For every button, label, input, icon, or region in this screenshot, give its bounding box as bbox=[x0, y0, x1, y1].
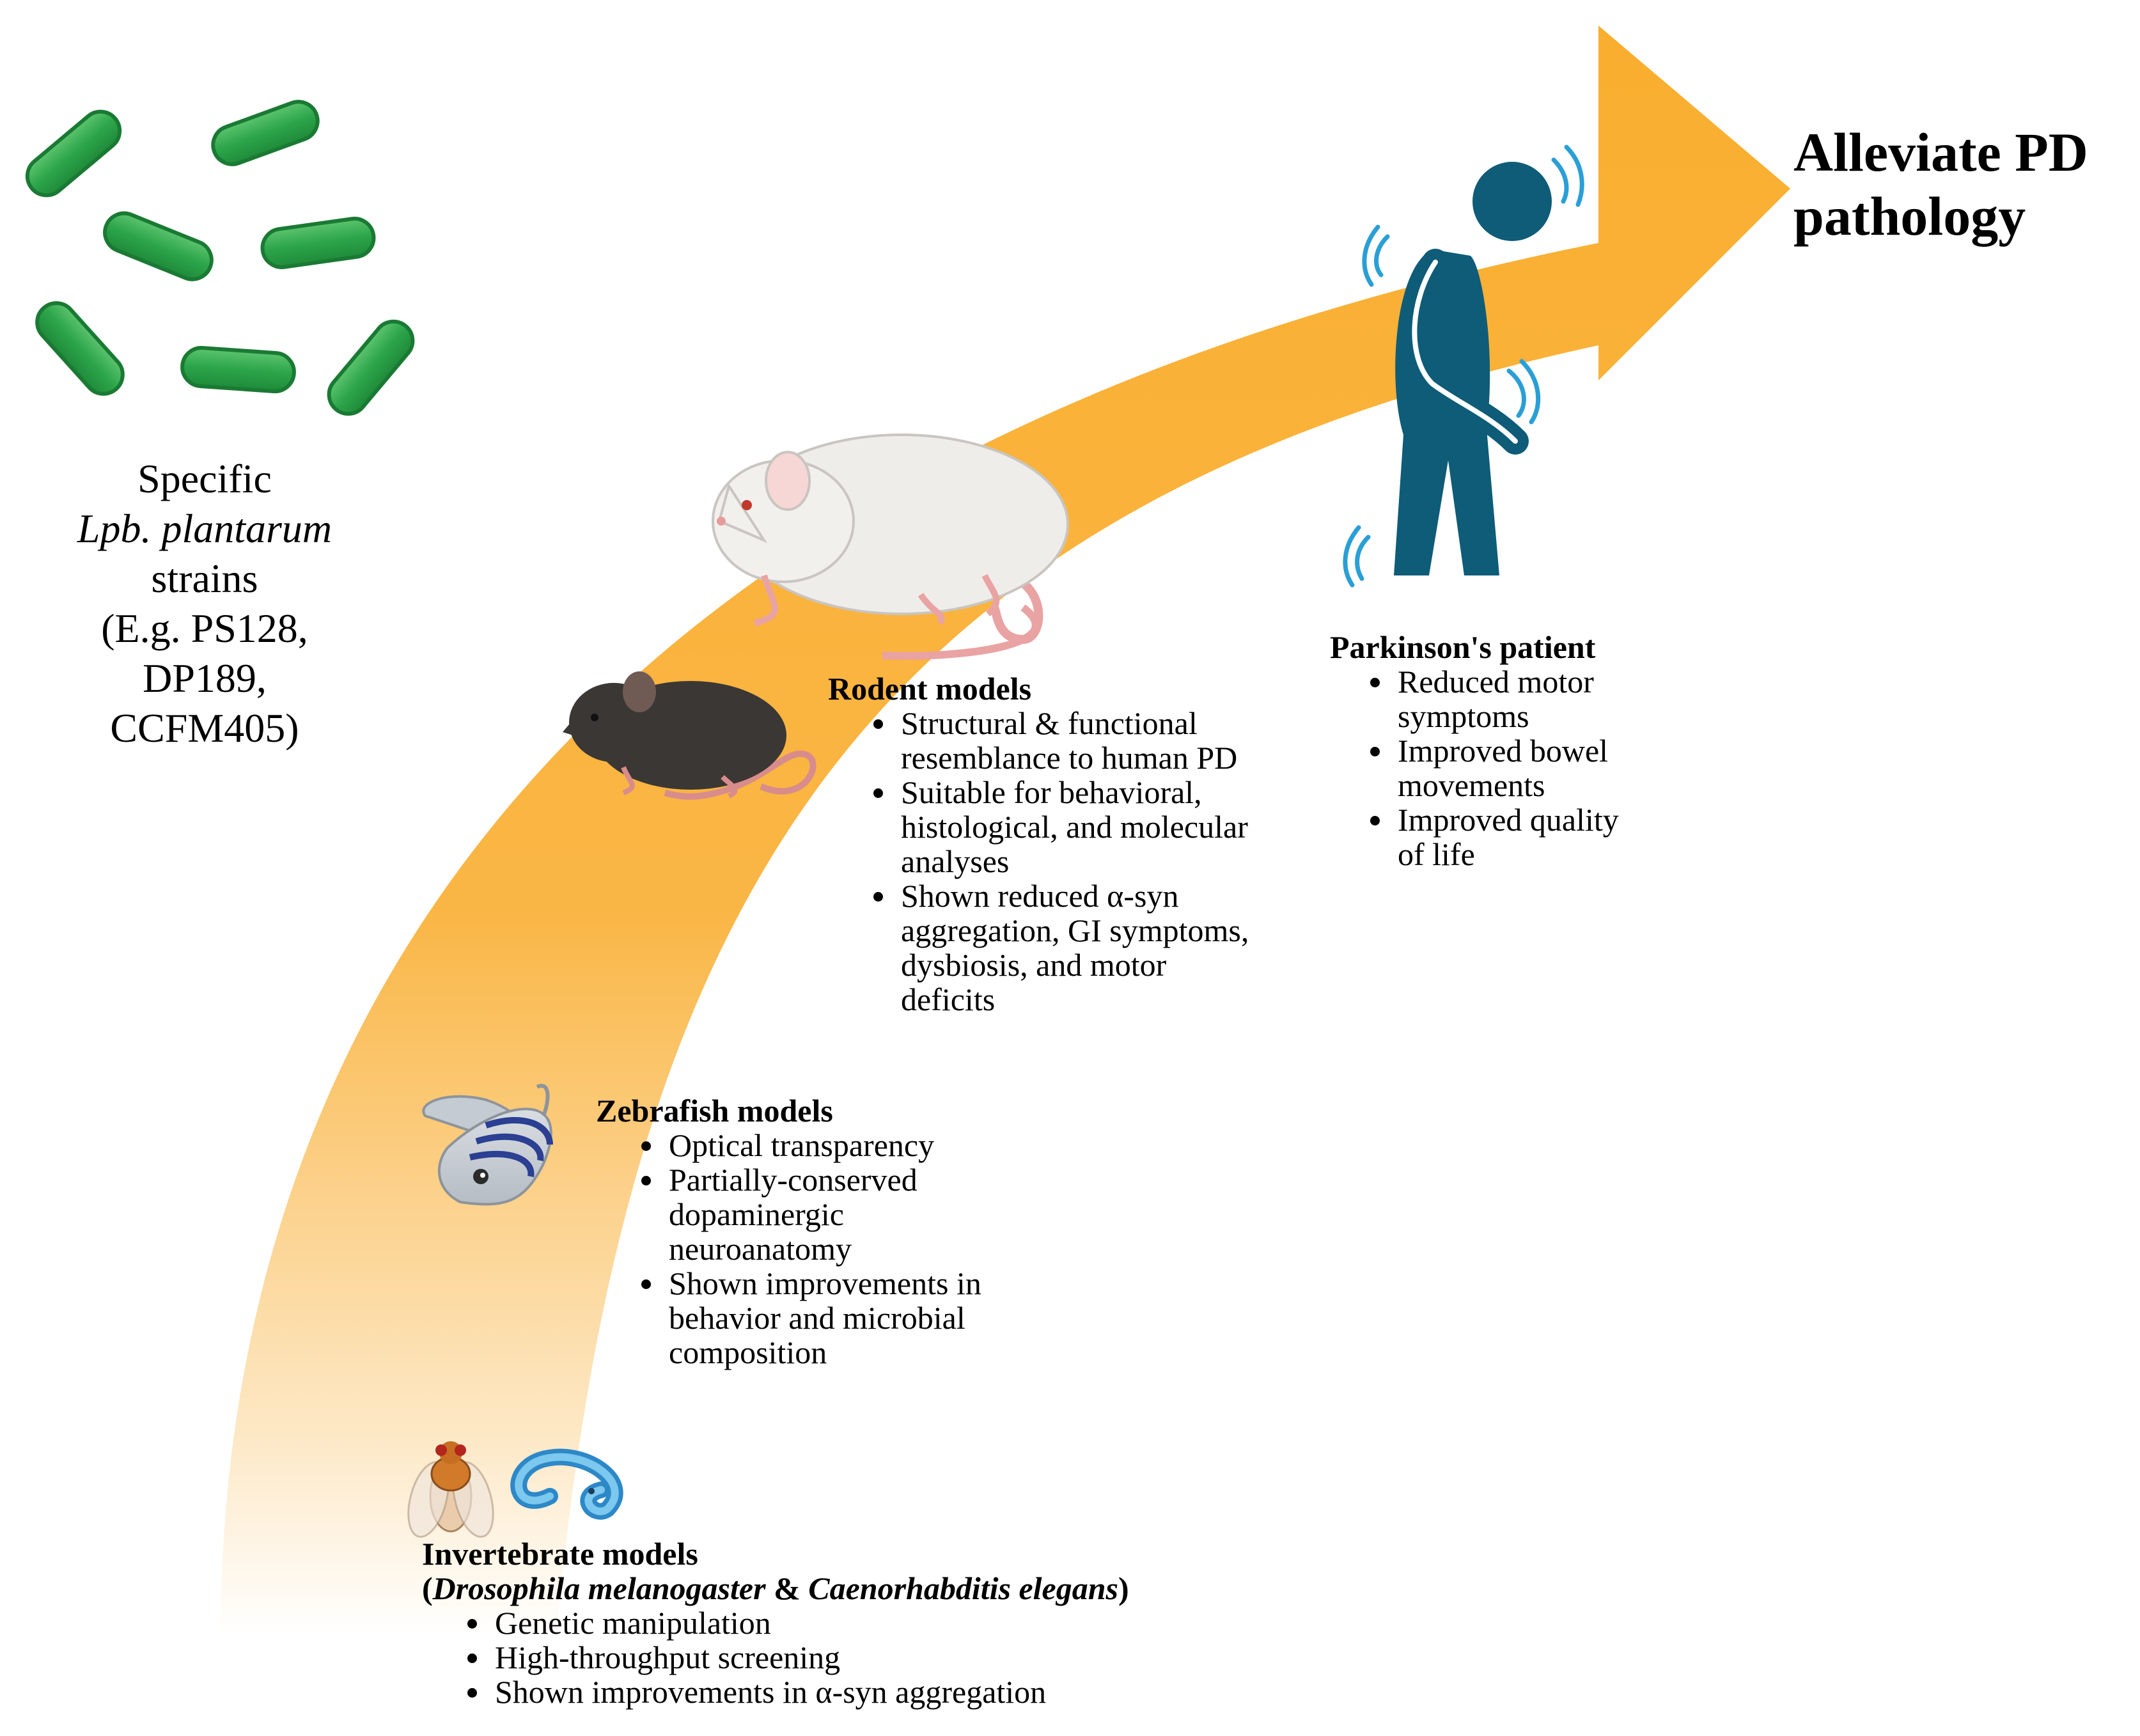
bacterium-icon bbox=[103, 211, 214, 281]
invertebrate-list: Genetic manipulation High-throughput scr… bbox=[422, 1606, 1129, 1709]
strain-label: Specific Lpb. plantarum strains (E.g. PS… bbox=[64, 454, 345, 753]
strain-label-line: DP189, bbox=[143, 655, 267, 701]
list-item: Suitable for behavioral,histological, an… bbox=[897, 775, 1249, 879]
list-item: Shown improvements in α-syn aggregation bbox=[491, 1675, 1129, 1709]
rodent-heading: Rodent models bbox=[828, 671, 1032, 707]
invertebrate-block: Invertebrate models (Drosophila melanoga… bbox=[422, 1537, 1129, 1709]
goal-line: Alleviate PD bbox=[1793, 121, 2088, 183]
patient-figure-icon bbox=[1394, 162, 1552, 575]
patient-heading: Parkinson's patient bbox=[1330, 629, 1596, 665]
list-item: Genetic manipulation bbox=[491, 1606, 1129, 1640]
list-item: High-throughput screening bbox=[491, 1640, 1129, 1675]
tremor-marks bbox=[1343, 145, 1584, 588]
bacteria-cluster bbox=[25, 100, 415, 416]
fruit-fly-icon bbox=[407, 1441, 494, 1538]
zebrafish-block: Zebrafish models Optical transparency Pa… bbox=[596, 1093, 981, 1370]
strain-label-line: Specific bbox=[137, 456, 272, 501]
goal-line: pathology bbox=[1793, 185, 2026, 247]
strain-label-line: (E.g. PS128, bbox=[101, 606, 308, 651]
zebrafish-heading: Zebrafish models bbox=[596, 1093, 833, 1129]
zebrafish-icon bbox=[422, 1084, 553, 1206]
bacterium-icon bbox=[35, 301, 125, 396]
bacterium-icon bbox=[327, 319, 415, 416]
list-item: Partially-conserveddopaminergicneuroanat… bbox=[665, 1162, 981, 1266]
strain-label-line: CCFM405) bbox=[110, 705, 299, 751]
zebrafish-list: Optical transparency Partially-conserved… bbox=[596, 1128, 981, 1370]
bacterium-icon bbox=[180, 346, 296, 394]
list-item: Optical transparency bbox=[665, 1128, 981, 1162]
invertebrate-heading: Invertebrate models bbox=[422, 1536, 698, 1572]
worm-icon bbox=[510, 1448, 623, 1520]
goal-label: Alleviate PD pathology bbox=[1793, 120, 2088, 248]
rat-icon bbox=[712, 434, 1069, 660]
progression-arrow bbox=[221, 26, 1790, 1637]
bacterium-icon bbox=[260, 216, 376, 269]
patient-block: Parkinson's patient Reduced motorsymptom… bbox=[1330, 630, 1619, 872]
mouse-icon bbox=[563, 671, 816, 800]
bacterium-icon bbox=[25, 109, 122, 198]
bacterium-icon bbox=[211, 100, 320, 166]
invertebrate-subtitle: (Drosophila melanogaster & Caenorhabditi… bbox=[422, 1570, 1129, 1606]
strain-label-line: strains bbox=[151, 556, 258, 601]
strain-species: Lpb. plantarum bbox=[77, 506, 332, 551]
rodent-block: Rodent models Structural & functionalres… bbox=[828, 671, 1249, 1017]
